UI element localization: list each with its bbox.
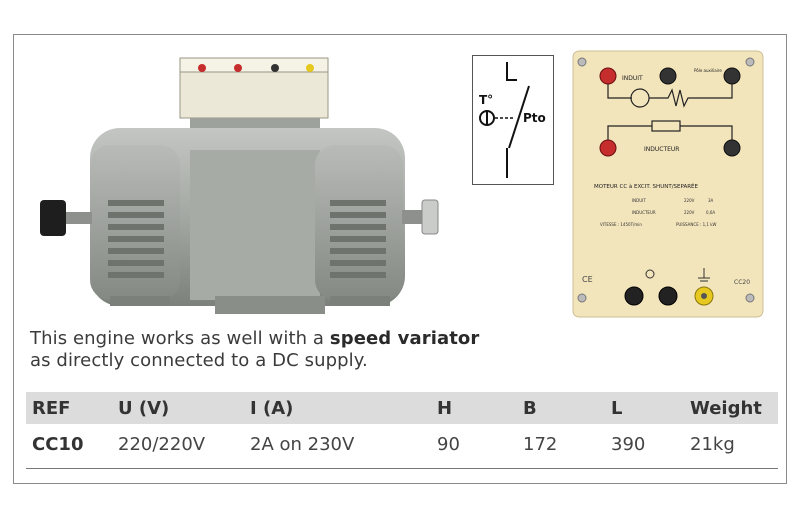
table-row: CC10 220/220V 2A on 230V 90 172 390 21kg: [26, 432, 778, 460]
cell-height: 90: [437, 434, 460, 455]
label-induit: INDUIT: [622, 75, 643, 82]
header-length: L: [611, 398, 623, 419]
terminal-red: [599, 67, 617, 85]
thermal-switch-symbol: T° Pto: [472, 55, 554, 185]
cell-weight: 21kg: [690, 434, 735, 455]
cell-length: 390: [611, 434, 646, 455]
panel-model: CC20: [734, 279, 750, 286]
header-voltage: U (V): [118, 398, 170, 419]
description-line1: This engine works as well with a: [30, 328, 330, 349]
ce-mark: CE: [582, 275, 593, 284]
header-height: H: [437, 398, 453, 419]
label-pole-aux: Pôle auxiliaire: [694, 68, 722, 73]
pto-label: Pto: [523, 111, 546, 125]
product-frame: [13, 34, 787, 484]
svg-text:PUISSANCE : 1,1 kW: PUISSANCE : 1,1 kW: [676, 222, 717, 227]
spec-table: REF U (V) I (A) H B L Weight CC10 220/22…: [26, 392, 778, 470]
header-current: I (A): [250, 398, 294, 419]
description-line2: as directly connected to a DC supply.: [30, 350, 368, 371]
svg-text:220V: 220V: [684, 210, 695, 215]
dc-motor-image: [40, 57, 439, 314]
header-weight: Weight: [690, 398, 762, 419]
svg-text:INDUIT: INDUIT: [632, 198, 646, 203]
switch-diagram-icon: T° Pto: [479, 62, 546, 178]
svg-text:0,6A: 0,6A: [706, 210, 715, 215]
connection-panel: INDUIT Pôle auxiliaire INDUCTEUR MOTEUR …: [572, 50, 764, 318]
svg-text:INDUCTEUR: INDUCTEUR: [632, 210, 656, 215]
speed-variator-emphasis: speed variator: [329, 328, 480, 349]
table-divider: [26, 468, 778, 469]
svg-text:3A: 3A: [708, 198, 714, 203]
header-ref: REF: [32, 398, 71, 419]
panel-title: MOTEUR CC à EXCIT. SHUNT/SEPARÉE: [594, 182, 699, 190]
spec-table-header: REF U (V) I (A) H B L Weight: [26, 392, 778, 424]
cell-voltage: 220/220V: [118, 434, 206, 455]
cell-width: 172: [523, 434, 558, 455]
cell-ref: CC10: [32, 434, 84, 455]
svg-text:220V: 220V: [684, 198, 695, 203]
svg-text:VITESSE : 1450T/min: VITESSE : 1450T/min: [600, 222, 642, 227]
temp-label: T°: [479, 93, 493, 107]
cell-current: 2A on 230V: [250, 434, 355, 455]
label-inducteur: INDUCTEUR: [644, 146, 679, 153]
product-description: This engine works as well with a speed v…: [30, 328, 479, 372]
header-width: B: [523, 398, 537, 419]
